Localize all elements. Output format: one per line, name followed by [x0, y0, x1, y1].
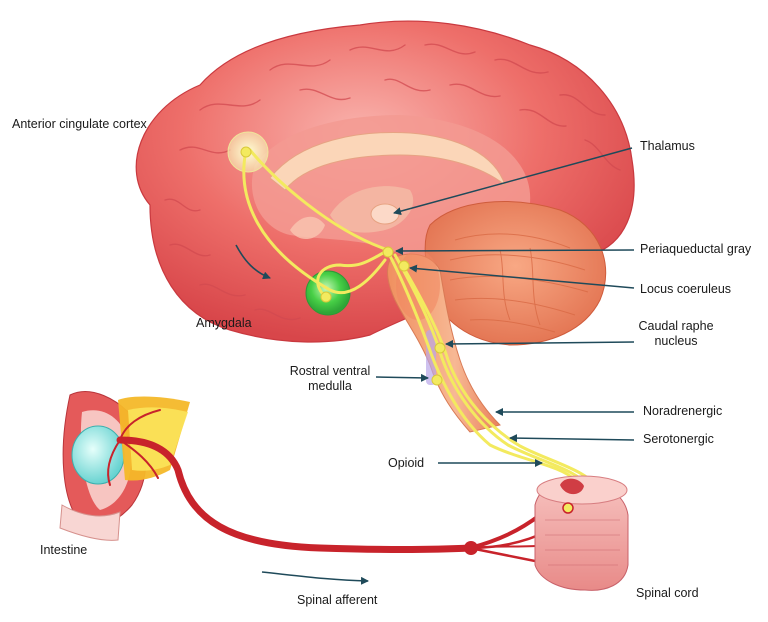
pag-pointer: [395, 246, 635, 255]
corpus-callosum: [269, 132, 507, 191]
pointer-lines: [261, 147, 635, 585]
label-intestine: Intestine: [40, 543, 88, 557]
spinal-cord: [534, 475, 629, 591]
label-anterior-cingulate-cortex: Anterior cingulate cortex: [12, 117, 147, 131]
crn-pointer: [445, 339, 635, 348]
intestine: [59, 391, 190, 541]
label-periaqueductal-gray: Periaqueductal gray: [640, 242, 752, 256]
label-rostral-ventral-medulla: Rostral ventral medulla: [274, 364, 386, 394]
cerebellum: [424, 201, 607, 346]
label-caudal-raphe-line1: Caudal raphe: [638, 319, 714, 333]
label-serotonergic: Serotonergic: [643, 432, 714, 446]
rvm-pointer: [375, 373, 429, 382]
intestine-cell: [71, 425, 125, 485]
thalamus-body: [370, 203, 400, 225]
thalamus-pointer: [393, 147, 633, 216]
dorsal-root-ganglion: [464, 541, 478, 555]
label-spinal-cord: Spinal cord: [636, 586, 699, 600]
label-caudal-raphe-line2: nucleus: [654, 334, 698, 348]
label-amygdala: Amygdala: [196, 316, 252, 330]
serotonergic-pointer: [509, 434, 635, 443]
label-locus-coeruleus: Locus coeruleus: [640, 282, 732, 296]
label-spinal-afferent: Spinal afferent: [297, 593, 378, 607]
label-rostral-ventral-line2: medulla: [308, 379, 352, 393]
lc-pointer: [409, 264, 635, 289]
label-rostral-ventral-line1: Rostral ventral: [289, 364, 371, 378]
label-opioid: Opioid: [388, 456, 425, 470]
label-caudal-raphe-nucleus: Caudal raphe nucleus: [618, 319, 734, 349]
pathway-nodes: [240, 146, 446, 386]
label-thalamus: Thalamus: [640, 139, 695, 153]
amygdala-curved-arrow: [235, 244, 271, 280]
afferent-direction-arrow: [261, 571, 369, 585]
label-noradrenergic: Noradrenergic: [643, 404, 723, 418]
